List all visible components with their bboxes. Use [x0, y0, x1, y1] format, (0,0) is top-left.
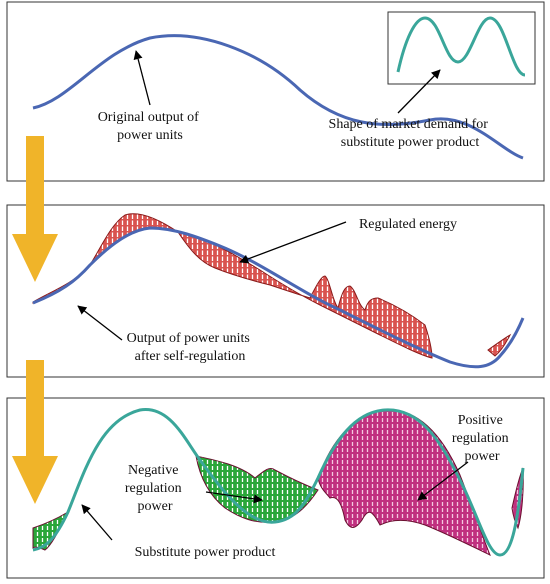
arrow-positive: [417, 461, 469, 501]
substitute-product-label: Substitute power product: [135, 545, 276, 560]
arrow-demand: [397, 69, 441, 114]
arrow-negative: [205, 491, 263, 504]
panel-self-regulation: [6, 204, 545, 378]
negative-regulation-label: Negative regulation power: [125, 463, 185, 514]
arrow-regulated-energy: [239, 221, 347, 264]
self-regulated-output-curve: [32, 226, 525, 369]
market-demand-curve: [396, 16, 526, 77]
original-output-label: Original output of power units: [98, 110, 203, 143]
arrow-original: [133, 50, 151, 106]
self-regulation-label: Output of power units after self-regulat…: [127, 331, 254, 364]
demand-shape-label: Shape of market demand for substitute po…: [329, 117, 492, 150]
arrow-substitute: [81, 504, 113, 541]
regulated-energy-band-right: [487, 333, 512, 357]
original-output-curve: [32, 34, 524, 160]
flow-arrow-2: [12, 360, 58, 504]
inset-demand-box: [387, 11, 536, 85]
regulated-energy-label: Regulated energy: [359, 217, 457, 232]
positive-regulation-label: Positive regulation power: [452, 413, 512, 464]
flow-arrow-1: [12, 136, 58, 282]
arrow-self-regulation: [77, 305, 123, 341]
negative-regulation-area-2: [195, 455, 319, 523]
substitute-power-curve: [32, 408, 525, 557]
